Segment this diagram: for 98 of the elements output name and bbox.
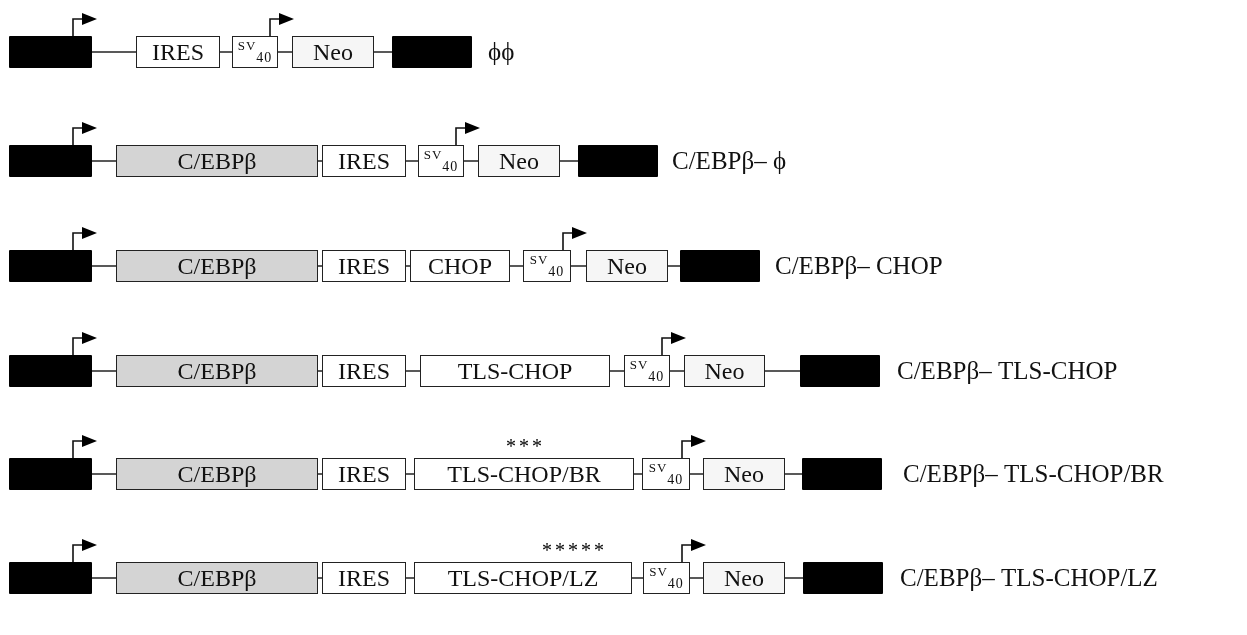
backbone-line <box>317 473 323 475</box>
box-label: IRES <box>152 40 204 64</box>
element-box <box>414 562 632 594</box>
box-label: CHOP <box>428 254 492 278</box>
construct-label: C/EBPβ– TLS-CHOP/LZ <box>900 565 1158 590</box>
backbone-line <box>689 473 704 475</box>
box-label: C/EBPβ <box>177 254 257 278</box>
promoter-box <box>643 562 690 594</box>
backbone-line <box>219 51 233 53</box>
backbone-line <box>317 370 323 372</box>
gene-box <box>116 562 318 594</box>
construct-label: C/EBPβ– TLS-CHOP/BR <box>903 461 1164 486</box>
box-label: Neo <box>704 359 745 383</box>
mutation-asterisks: ***** <box>542 540 607 560</box>
backbone-line <box>509 265 524 267</box>
backbone-line <box>784 577 804 579</box>
backbone-line <box>91 370 117 372</box>
backbone-line <box>570 265 587 267</box>
promoter-box <box>642 458 690 490</box>
element-box <box>292 36 374 68</box>
box-label: IRES <box>338 462 390 486</box>
construct-label: C/EBPβ– CHOP <box>775 253 943 278</box>
box-label: Neo <box>607 254 647 278</box>
box-label: IRES <box>338 566 390 590</box>
box-label: IRES <box>338 254 390 278</box>
element-box <box>322 250 406 282</box>
backbone-line <box>405 265 411 267</box>
element-box <box>684 355 765 387</box>
element-box <box>478 145 560 177</box>
box-label: TLS-CHOP/BR <box>447 462 601 486</box>
backbone-line <box>405 577 415 579</box>
element-box <box>322 458 406 490</box>
construct-label: C/EBPβ– ϕ <box>672 148 787 173</box>
backbone-line <box>689 577 704 579</box>
promoter-box <box>523 250 571 282</box>
box-label: C/EBPβ <box>177 566 257 590</box>
element-box <box>322 145 406 177</box>
backbone-line <box>373 51 393 53</box>
gene-box <box>116 145 318 177</box>
backbone-line <box>669 370 685 372</box>
backbone-line <box>91 265 117 267</box>
ltr-bar <box>9 355 92 387</box>
box-label: C/EBPβ <box>177 149 257 173</box>
backbone-line <box>91 473 117 475</box>
ltr-bar <box>392 36 472 68</box>
ltr-bar <box>803 562 883 594</box>
box-label: C/EBPβ <box>177 462 257 486</box>
box-label: Neo <box>499 149 539 173</box>
backbone-line <box>405 160 419 162</box>
ltr-bar <box>802 458 882 490</box>
gene-box <box>116 250 318 282</box>
mutation-asterisks: *** <box>506 436 545 456</box>
element-box <box>586 250 668 282</box>
element-box <box>322 355 406 387</box>
element-box <box>410 250 510 282</box>
backbone-line <box>463 160 479 162</box>
ltr-bar <box>9 36 92 68</box>
element-box <box>703 562 785 594</box>
element-box <box>322 562 406 594</box>
construct-label: C/EBPβ– TLS-CHOP <box>897 358 1118 383</box>
backbone-line <box>405 370 421 372</box>
backbone-line <box>609 370 625 372</box>
backbone-line <box>91 577 117 579</box>
backbone-line <box>317 265 323 267</box>
box-label: Neo <box>724 566 764 590</box>
box-label: Neo <box>724 462 764 486</box>
backbone-line <box>91 51 137 53</box>
box-label: Neo <box>313 40 353 64</box>
box-label: TLS-CHOP/LZ <box>447 566 599 590</box>
backbone-line <box>559 160 579 162</box>
box-label: TLS-CHOP <box>457 359 573 383</box>
element-box <box>420 355 610 387</box>
gene-box <box>116 458 318 490</box>
backbone-line <box>667 265 681 267</box>
backbone-line <box>277 51 293 53</box>
element-box <box>414 458 634 490</box>
ltr-bar <box>800 355 880 387</box>
backbone-line <box>633 473 643 475</box>
ltr-bar <box>680 250 760 282</box>
backbone-line <box>317 577 323 579</box>
backbone-line <box>764 370 801 372</box>
backbone-line <box>631 577 644 579</box>
backbone-line <box>784 473 803 475</box>
construct-label: ϕϕ <box>488 39 515 64</box>
element-box <box>136 36 220 68</box>
box-label: IRES <box>338 359 390 383</box>
ltr-bar <box>578 145 658 177</box>
backbone-line <box>405 473 415 475</box>
element-box <box>703 458 785 490</box>
ltr-bar <box>9 145 92 177</box>
box-label: C/EBPβ <box>177 359 257 383</box>
box-label: IRES <box>338 149 390 173</box>
gene-box <box>116 355 318 387</box>
ltr-bar <box>9 562 92 594</box>
backbone-line <box>317 160 323 162</box>
backbone-line <box>91 160 117 162</box>
ltr-bar <box>9 458 92 490</box>
ltr-bar <box>9 250 92 282</box>
